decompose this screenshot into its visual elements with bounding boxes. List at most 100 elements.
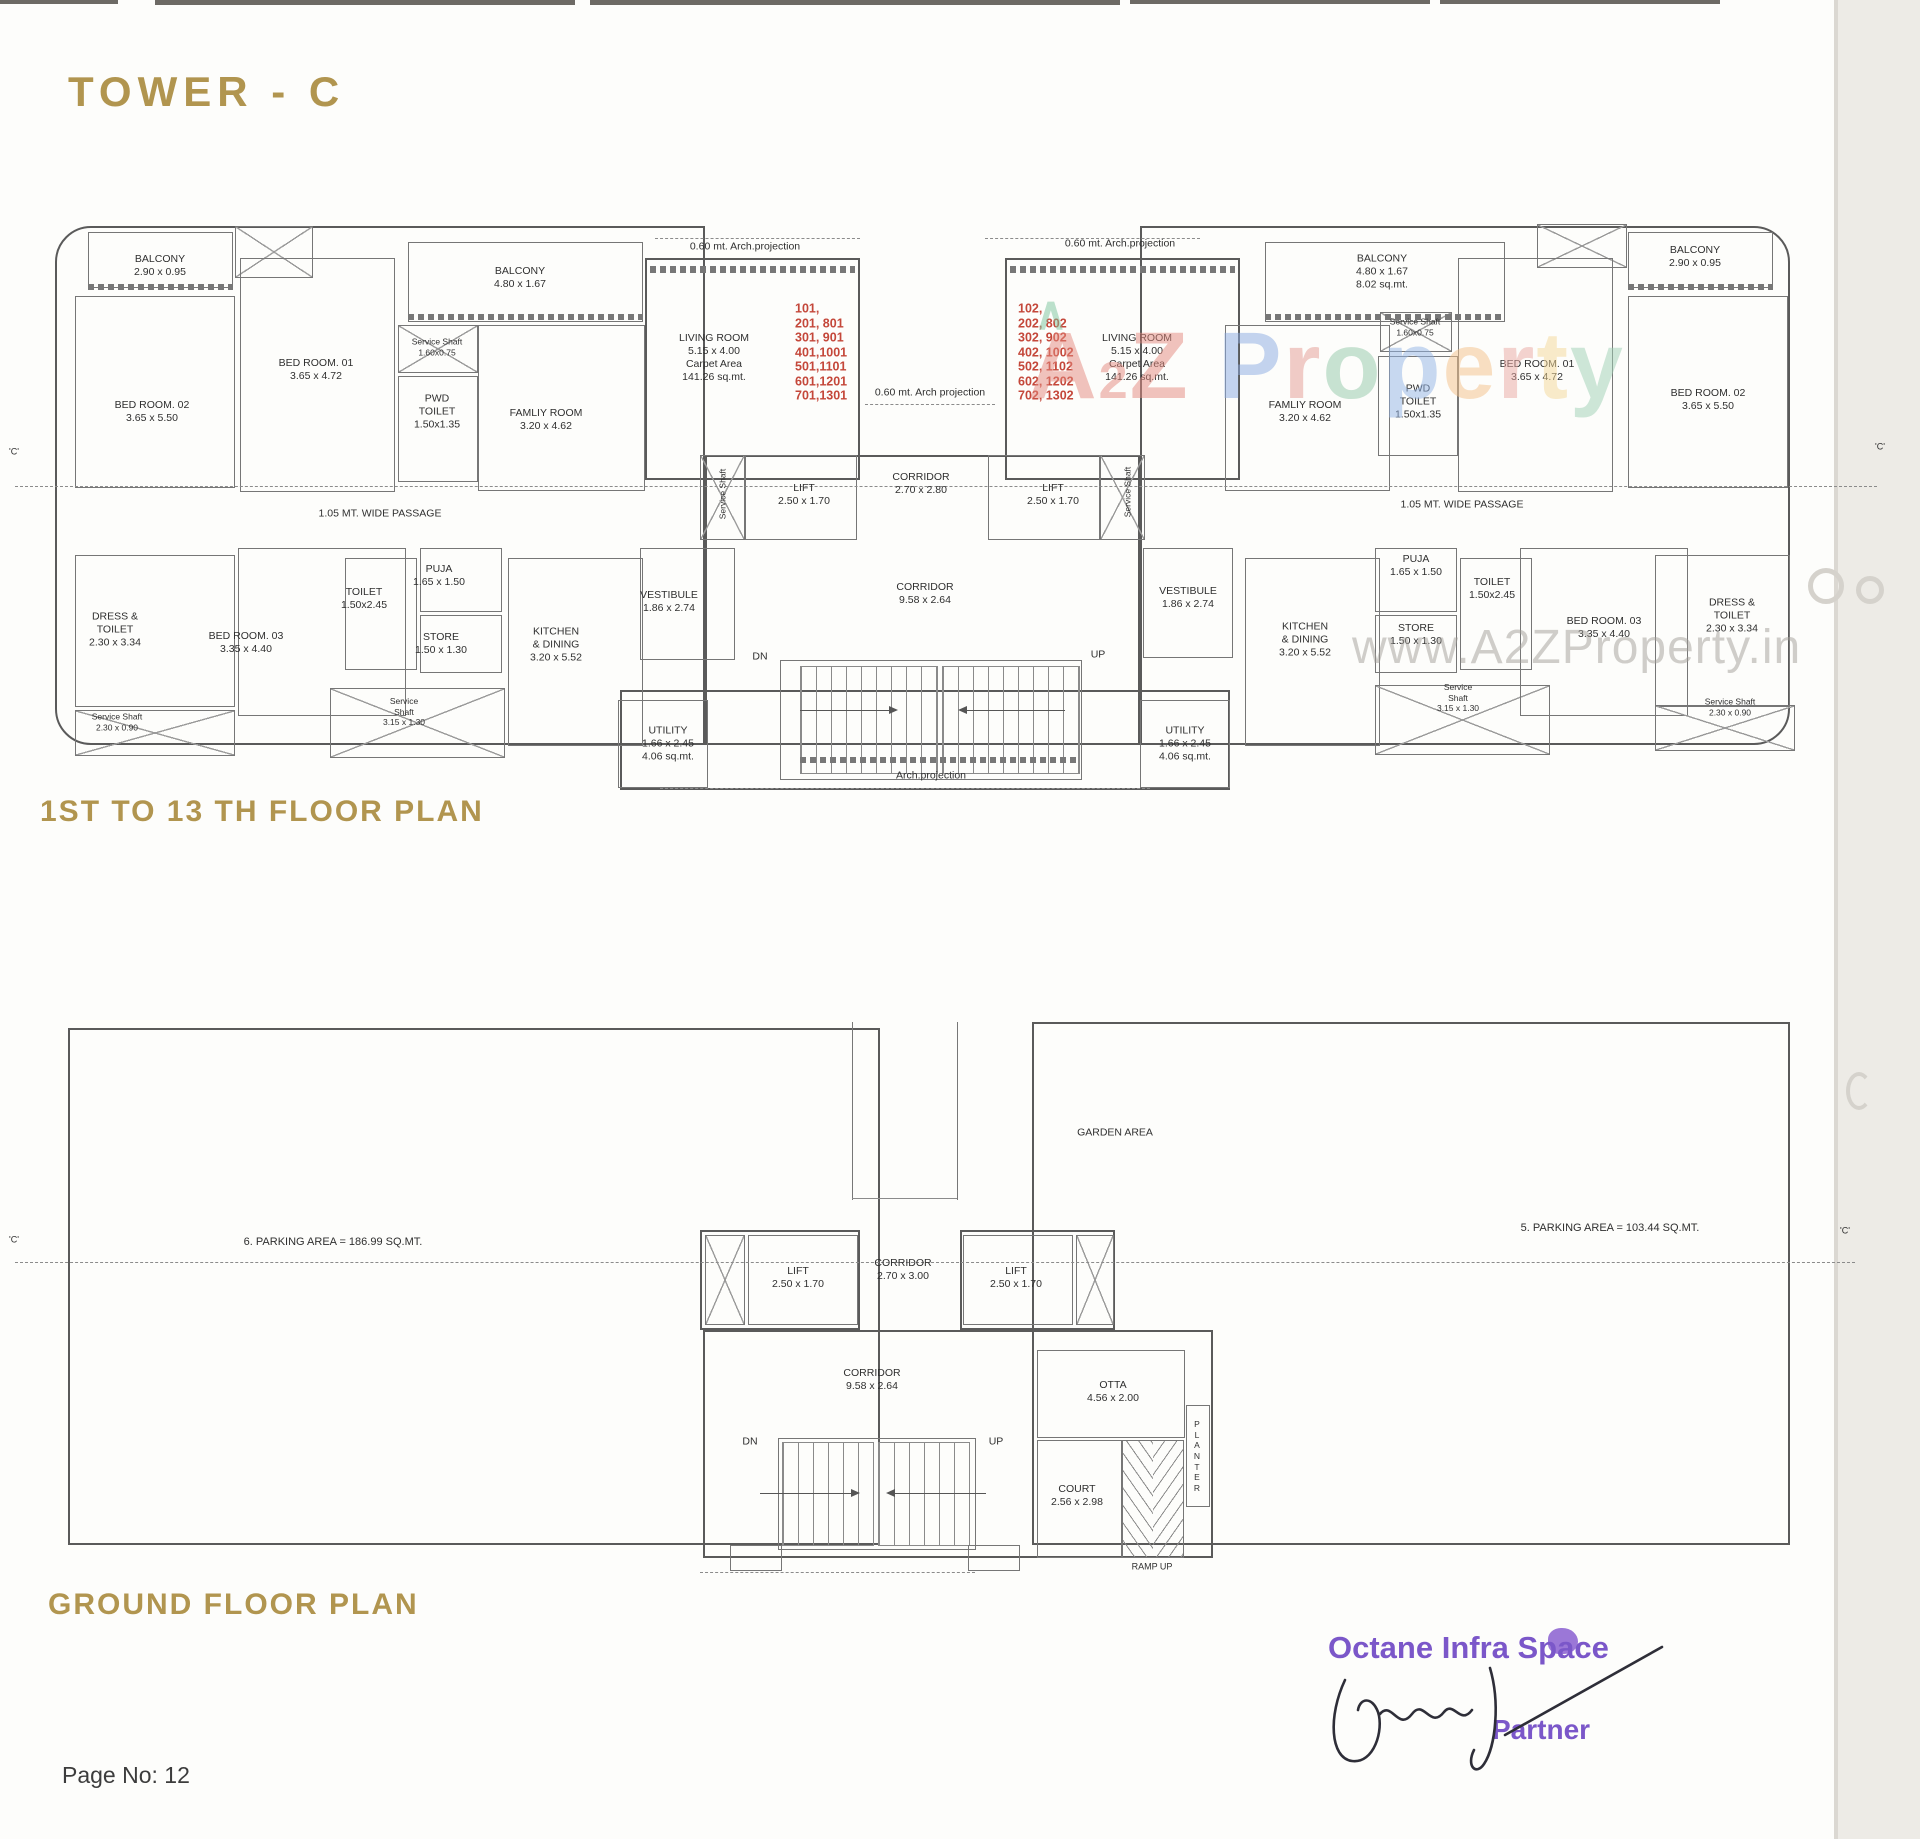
plan-label: 5. PARKING AREA = 103.44 SQ.MT. — [1520, 1222, 1700, 1235]
wall-rect — [345, 558, 417, 670]
brand-letter: A — [1028, 313, 1099, 419]
shaft-box — [330, 688, 505, 758]
wall-rect — [703, 1330, 1213, 1558]
shaft-box — [1380, 312, 1452, 352]
wall-rect — [1628, 232, 1773, 288]
wall-rect — [1458, 258, 1613, 492]
plan-label: Service Shaft — [1122, 466, 1133, 518]
scan-band-artifact — [1838, 0, 1920, 1839]
wall-rect — [508, 558, 643, 746]
plan-line — [985, 238, 1200, 239]
wall-rect — [650, 266, 855, 273]
wall-rect — [1378, 356, 1458, 456]
wall-rect — [1140, 226, 1790, 745]
wall-rect — [1628, 296, 1788, 488]
wall-rect — [1375, 615, 1457, 673]
wall-rect — [1245, 558, 1380, 746]
scan-edge-artifact — [1130, 0, 1430, 4]
wall-rect — [780, 660, 1082, 780]
wall-rect — [968, 1545, 1020, 1571]
plan-line — [15, 1262, 1855, 1263]
wall-rect — [1140, 700, 1230, 788]
brand-letter — [1190, 313, 1218, 419]
wall-rect — [748, 1235, 858, 1325]
plan-label: GARDEN AREA — [1077, 1126, 1153, 1139]
plan-label: 1.05 MT. WIDE PASSAGE — [318, 507, 442, 520]
wall-rect — [398, 376, 478, 482]
shaft-box — [398, 325, 478, 373]
scan-band-edge-artifact — [1834, 0, 1838, 1839]
wall-rect — [800, 666, 938, 774]
wall-rect — [778, 1438, 976, 1550]
wall-rect — [1037, 1350, 1185, 1438]
upper-plan-title: 1ST TO 13 TH FLOOR PLAN — [40, 795, 484, 828]
wall-rect — [408, 242, 643, 322]
brand-letter: r — [1283, 313, 1323, 419]
shaft-box — [705, 1235, 745, 1325]
plan-line — [700, 1572, 975, 1573]
wall-rect — [1265, 314, 1505, 320]
wall-rect — [800, 757, 1080, 763]
wall-rect — [1005, 258, 1240, 480]
wall-rect — [1375, 548, 1457, 612]
shaft-box — [75, 710, 235, 756]
wall-rect — [420, 615, 502, 673]
wall-rect — [1186, 1405, 1210, 1507]
wall-rect — [700, 1230, 860, 1330]
plan-label: 'C' — [9, 1234, 19, 1245]
wall-rect — [963, 1235, 1073, 1325]
wall-rect — [75, 296, 235, 488]
plan-label: UP — [988, 1435, 1004, 1448]
shaft-box — [1375, 685, 1550, 755]
wall-rect — [1032, 1022, 1790, 1545]
plan-line — [660, 788, 1150, 789]
brand-watermark-letters: A2Z Property — [1028, 313, 1625, 419]
wall-rect — [1460, 558, 1532, 670]
plan-line — [655, 238, 860, 239]
page-title: TOWER - C — [68, 68, 346, 116]
wall-rect — [640, 548, 735, 660]
scan-ring-artifact — [1856, 576, 1884, 604]
roof-icon: ∧ — [1034, 287, 1070, 339]
wall-rect — [1010, 266, 1235, 273]
brand-letter: P — [1218, 313, 1284, 419]
plan-label: 6. PARKING AREA = 186.99 SQ.MT. — [243, 1236, 423, 1249]
brand-letter: y — [1570, 313, 1625, 419]
stair-direction-arrow — [958, 705, 1065, 714]
scan-edge-artifact — [0, 0, 118, 4]
wall-rect — [1655, 555, 1790, 707]
wall-rect — [782, 1442, 874, 1546]
shaft-box — [1100, 455, 1145, 540]
stamp-company: Octane Infra Space — [1328, 1630, 1609, 1665]
stamp-role: Partner — [1492, 1714, 1591, 1745]
wall-rect — [478, 325, 645, 491]
shaft-box — [700, 455, 745, 540]
stair-direction-arrow — [886, 1488, 986, 1497]
